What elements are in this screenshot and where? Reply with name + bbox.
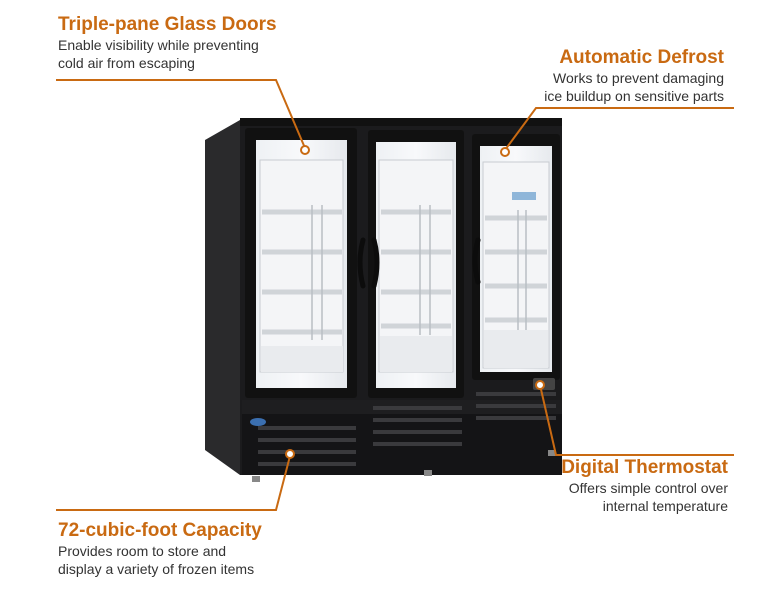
- leader-dots: [285, 145, 545, 459]
- base-grille: [242, 378, 562, 475]
- callout-line: Offers simple control over: [568, 480, 728, 496]
- feet: [252, 450, 556, 482]
- leader-lines: [56, 79, 734, 511]
- callout-title: Automatic Defrost: [559, 47, 724, 68]
- callout-title: Triple-pane Glass Doors: [58, 14, 277, 35]
- callout-line: Works to prevent damaging: [553, 70, 724, 86]
- callout-glass-doors: Triple-pane Glass Doors Enable visibilit…: [58, 14, 277, 72]
- callout-line: internal temperature: [602, 498, 728, 514]
- door-handles: [357, 237, 481, 289]
- callout-capacity: 72-cubic-foot Capacity Provides room to …: [58, 520, 262, 578]
- callout-digital-thermostat: Digital Thermostat Offers simple control…: [561, 457, 728, 515]
- interior-floor: [261, 330, 548, 372]
- callout-line: cold air from escaping: [58, 55, 195, 71]
- callout-line: ice buildup on sensitive parts: [544, 88, 724, 104]
- shelf-posts: [311, 205, 527, 340]
- callout-title: Digital Thermostat: [561, 457, 728, 478]
- callout-title: 72-cubic-foot Capacity: [58, 520, 262, 541]
- callout-automatic-defrost: Automatic Defrost Works to prevent damag…: [544, 47, 724, 105]
- callout-line: Provides room to store and: [58, 543, 227, 559]
- shelves: [262, 209, 547, 335]
- callout-line: Enable visibility while preventing: [58, 37, 259, 53]
- callout-line: display a variety of frozen items: [58, 561, 255, 577]
- brand-badge-icon: [250, 418, 266, 426]
